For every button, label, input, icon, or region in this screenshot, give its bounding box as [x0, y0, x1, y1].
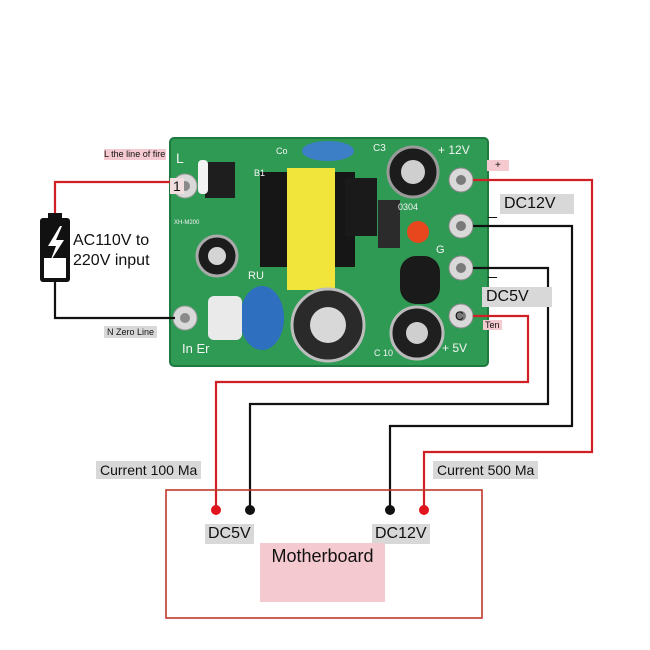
transformer-bobbin [287, 168, 335, 290]
mb-dc12v-label: DC12V [372, 524, 430, 544]
pcb-label-5v: + 5V [442, 341, 468, 355]
pcb-label-c: C [455, 309, 464, 323]
regulator [400, 256, 440, 304]
varistor [208, 296, 242, 340]
blue-cap-y [240, 286, 284, 350]
mb-dc5v-label: DC5V [205, 524, 254, 544]
led-red [407, 221, 429, 243]
mb-5v-plus-dot [211, 505, 221, 515]
dc5v-label: DC5V [482, 287, 552, 307]
cap-bulk-top [310, 307, 346, 343]
pcb-label-1: 1 [170, 178, 184, 194]
wire-5v-minus [248, 266, 550, 508]
pcb-label-0304: 0304 [398, 202, 419, 212]
cap-c3-top [401, 160, 425, 184]
ac-input-label: AC110V to 220V input [73, 232, 150, 269]
pcb-label-b1: B1 [254, 168, 266, 178]
wire-5v-plus [214, 314, 530, 508]
wire-12v-minus [388, 224, 574, 508]
pad-neutral-hole [180, 313, 190, 323]
neutral-line-label: N Zero Line [104, 326, 158, 338]
current-500ma-label: Current 500 Ma [433, 461, 539, 479]
mb-12v-plus-dot [419, 505, 429, 515]
pcb-label-l: L [176, 150, 184, 166]
pcb-label-ru: RU [248, 270, 264, 282]
fuse-resistor [205, 162, 235, 198]
pcb-edge [169, 137, 489, 367]
ten-label: Ten [483, 320, 502, 330]
pcb-label-co: Co [276, 146, 288, 156]
pcb-label-c10: C 10 [374, 348, 394, 358]
battery-lightning-icon [40, 213, 70, 282]
wire-neutral [53, 280, 175, 320]
white-resistor [198, 160, 208, 194]
dc12-minus-label: _ [488, 202, 497, 219]
mb-5v-minus-dot [245, 505, 255, 515]
diode [378, 200, 400, 248]
blue-cap-top [302, 141, 354, 161]
pcb-label-model: XH-M200 [174, 220, 200, 226]
plus-label: + [487, 160, 509, 171]
current-100ma-label: Current 100 Ma [96, 461, 202, 479]
dc12v-label: DC12V [500, 194, 574, 214]
pcb-label-in-er: In Er [182, 341, 210, 356]
pcb-label-g: G [436, 244, 445, 256]
motherboard-frame [165, 489, 483, 619]
wire-live [53, 180, 175, 218]
mb-12v-minus-dot [385, 505, 395, 515]
inductor [345, 178, 377, 236]
cap-input-top [208, 247, 226, 265]
cap-c10-top [406, 322, 428, 344]
motherboard-title: Motherboard [260, 543, 385, 602]
dc5-minus-label: _ [488, 262, 497, 279]
live-line-label: L the line of fire [104, 149, 166, 160]
pcb-label-12v: + 12V [438, 143, 470, 157]
right-terminals [448, 167, 474, 329]
wire-12v-plus [422, 178, 594, 508]
pcb-label-c3: C3 [373, 143, 386, 154]
